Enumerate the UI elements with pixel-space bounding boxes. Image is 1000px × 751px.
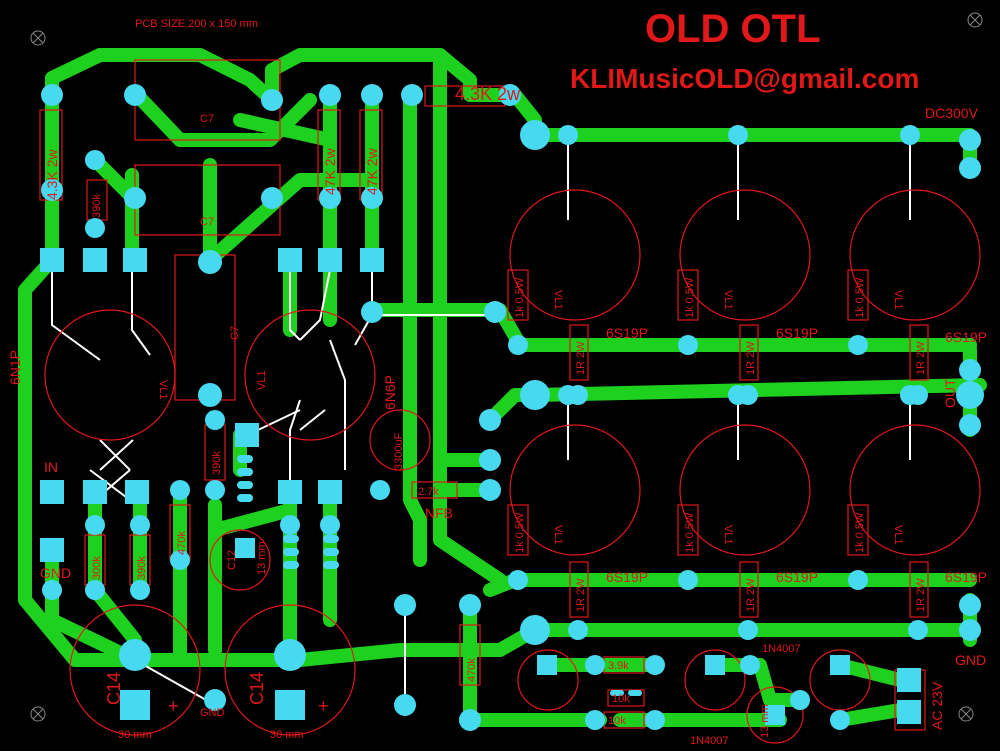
- resistor-390k-bottom-label: 390k: [136, 556, 148, 580]
- resistor-2k7-label: 2.7k: [418, 486, 439, 498]
- tube-6s19p-1-label: 6S19P: [606, 325, 648, 341]
- resistor-470k-left-label: 470k: [176, 531, 188, 555]
- tube-vl1-left-label: VL1: [157, 380, 169, 400]
- tube-vl1-mid-label: VL1: [256, 370, 268, 390]
- diode-2-label: 1N4007: [690, 735, 729, 747]
- tube-vl1-out2-label: VL1: [722, 290, 734, 310]
- resistor-1r-4-label: 1R 2W: [575, 578, 587, 612]
- nfb-label: NFB: [425, 505, 453, 521]
- resistor-390k-top-label: 390k: [91, 194, 103, 218]
- output-label: OUT: [942, 378, 958, 408]
- tube-6s19p-4-label: 6S19P: [606, 569, 648, 585]
- resistor-1k-1-label: 1k 0.5W: [514, 277, 526, 318]
- c7-mid-label: C7: [200, 216, 214, 228]
- tube-vl1-out3-label: VL1: [892, 290, 904, 310]
- tube-6n1p-label: 6N1P: [7, 350, 23, 385]
- resistor-470k-right-label: 470k: [466, 658, 478, 682]
- tube-6n6p-label: 6N6P: [382, 375, 398, 410]
- resistor-1k-2-label: 1k 0.5W: [684, 277, 696, 318]
- diode-1-label: 1N4007: [762, 643, 801, 655]
- input-label: IN: [44, 459, 58, 475]
- c14-right-diameter: 30 mm: [270, 729, 304, 741]
- mounting-holes: [30, 12, 983, 722]
- c12-diameter-label: 13 mm: [256, 541, 268, 575]
- tube-vl1-out6-label: VL1: [892, 525, 904, 545]
- resistor-1r-2-label: 1R 2W: [745, 341, 757, 375]
- resistor-1k-4-label: 1k 0.5W: [514, 512, 526, 553]
- labels: PCB SIZE 200 x 150 mm OLD OTL KLIMusicOL…: [7, 7, 987, 747]
- resistor-1k-5-label: 1k 0.5W: [684, 512, 696, 553]
- board-email: KLIMusicOLD@gmail.com: [570, 63, 919, 94]
- ground-bottom-label: GND: [200, 707, 225, 719]
- resistor-1k-6-label: 1k 0.5W: [854, 512, 866, 553]
- resistor-390k-mid-label: 390k: [211, 451, 223, 475]
- resistor-47k-a-label: 47K 2w: [322, 147, 338, 195]
- tube-vl1-out1-label: VL1: [552, 290, 564, 310]
- ac-input-label: AC 23V: [929, 681, 945, 730]
- c14-left-diameter: 30 mm: [118, 729, 152, 741]
- resistor-1r-3-label: 1R 2W: [915, 341, 927, 375]
- cap-3300uf-label: 3300uF: [393, 432, 405, 470]
- c12-label: C12: [226, 550, 238, 570]
- tube-6s19p-3-label: 6S19P: [945, 329, 987, 345]
- c14-right-label: C14: [247, 672, 267, 705]
- resistor-3k9-label: 3.9k: [608, 660, 629, 672]
- pads-pin-arrays: [237, 455, 642, 696]
- board-title: OLD OTL: [645, 7, 821, 51]
- c14-left-label: C14: [104, 672, 124, 705]
- resistor-10k-a-label: 10k: [612, 693, 630, 705]
- resistor-1r-6-label: 1R 2W: [915, 578, 927, 612]
- pads-big-cap: [119, 639, 306, 671]
- pads-round: [41, 84, 984, 731]
- tube-6s19p-2-label: 6S19P: [776, 325, 818, 341]
- resistor-4k3-left-label: 4.3K 2w: [44, 149, 60, 200]
- pcb-size-note: PCB SIZE 200 x 150 mm: [135, 18, 258, 30]
- c7-top-label: C7: [200, 113, 214, 125]
- ground-left-label: GND: [40, 565, 71, 581]
- resistor-10k-b-label: 10k: [608, 715, 626, 727]
- ground-right-label: GND: [955, 652, 986, 668]
- tube-vl1-out4-label: VL1: [552, 525, 564, 545]
- resistor-4k3-top-label: 4.3K 2w: [455, 84, 521, 104]
- supply-label: DC300V: [925, 105, 979, 121]
- resistor-1r-5-label: 1R 2W: [745, 578, 757, 612]
- c7-vertical-label: C7: [229, 326, 241, 340]
- resistor-300k-label: 300k: [91, 556, 103, 580]
- tube-6s19p-5-label: 6S19P: [776, 569, 818, 585]
- tube-6s19p-6-label: 6S19P: [945, 569, 987, 585]
- resistor-1r-1-label: 1R 2W: [575, 341, 587, 375]
- resistor-1k-3-label: 1k 0.5W: [854, 277, 866, 318]
- jumper-wires: [51, 135, 911, 706]
- pads-square: [40, 248, 921, 725]
- c14-left-plus: +: [168, 696, 179, 716]
- c14-right-plus: +: [318, 696, 329, 716]
- small-cap-diameter-label: 13 mm: [759, 704, 771, 738]
- tube-vl1-out5-label: VL1: [722, 525, 734, 545]
- resistor-47k-b-label: 47K 2w: [364, 147, 380, 195]
